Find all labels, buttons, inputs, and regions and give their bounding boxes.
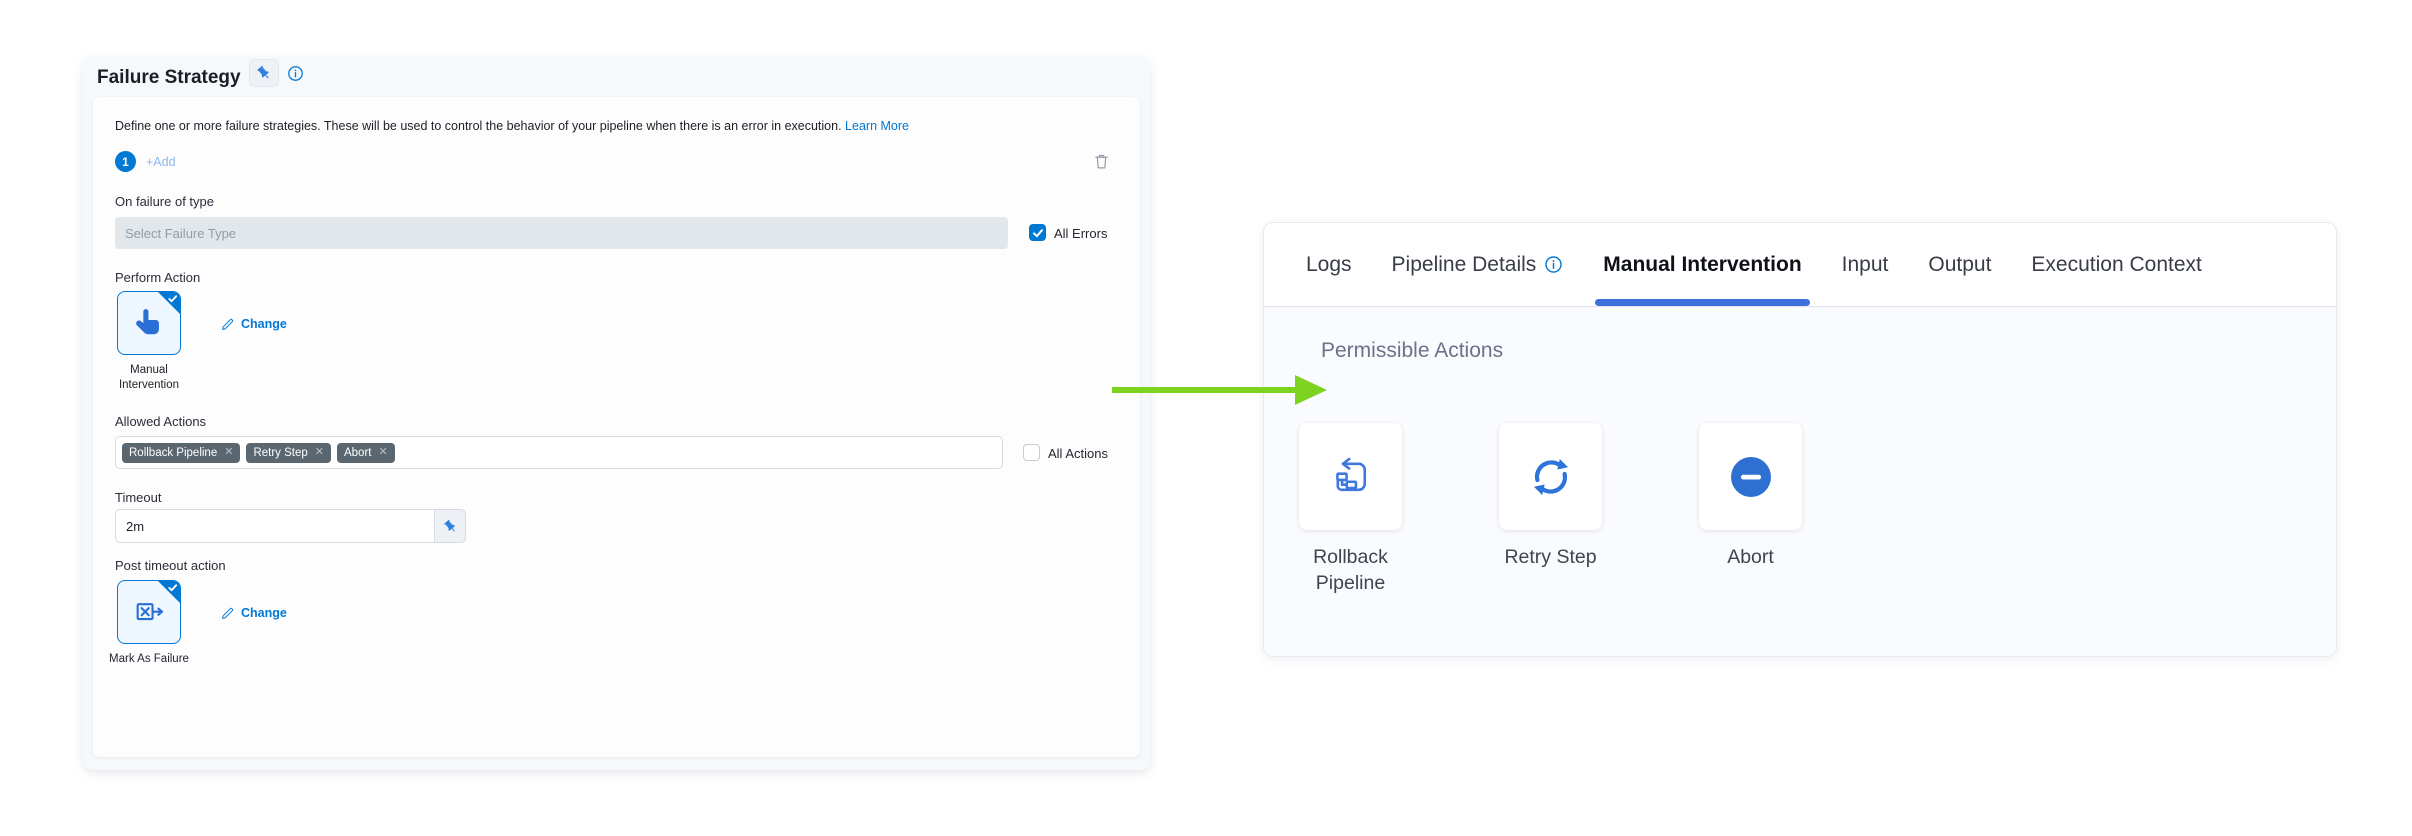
post-timeout-value: Mark As Failure bbox=[109, 653, 189, 665]
action-label: Retry Step bbox=[1504, 546, 1597, 568]
action-retry-step: Retry Step bbox=[1499, 423, 1602, 596]
check-icon bbox=[167, 582, 178, 593]
strategy-form-card: Define one or more failure strategies. T… bbox=[93, 97, 1140, 757]
strategy-index-badge[interactable]: 1 bbox=[115, 151, 136, 172]
action-rollback-pipeline: Rollback Pipeline bbox=[1299, 423, 1402, 596]
timeout-field bbox=[115, 509, 466, 543]
step-details-panel: Logs Pipeline Details Manual Interventio… bbox=[1263, 222, 2337, 657]
action-label: Rollback Pipeline bbox=[1313, 546, 1388, 594]
allowed-actions-input[interactable]: Rollback Pipeline ✕ Retry Step ✕ Abort ✕ bbox=[115, 436, 1003, 469]
action-abort: Abort bbox=[1699, 423, 1802, 596]
retry-icon bbox=[1528, 454, 1574, 500]
timeout-pin-button[interactable] bbox=[435, 509, 466, 543]
details-tabbar: Logs Pipeline Details Manual Interventio… bbox=[1264, 223, 2336, 307]
pushpin-icon bbox=[443, 519, 458, 534]
learn-more-link[interactable]: Learn More bbox=[845, 119, 909, 133]
tag-abort: Abort ✕ bbox=[336, 442, 395, 463]
all-actions-label: All Actions bbox=[1048, 446, 1108, 461]
tag-rollback-pipeline: Rollback Pipeline ✕ bbox=[122, 442, 241, 463]
active-tab-underline bbox=[1595, 299, 1810, 306]
allowed-actions-label: Allowed Actions bbox=[115, 414, 207, 429]
pin-button[interactable] bbox=[249, 59, 279, 87]
tab-manual-intervention[interactable]: Manual Intervention bbox=[1595, 223, 1810, 306]
permissible-actions-heading: Permissible Actions bbox=[1321, 339, 1504, 362]
abort-button[interactable] bbox=[1699, 423, 1802, 530]
perform-action-value: Manual Intervention bbox=[118, 364, 180, 391]
panel-title: Failure Strategy bbox=[97, 67, 241, 88]
strategy-description: Define one or more failure strategies. T… bbox=[115, 119, 909, 133]
post-timeout-card[interactable] bbox=[117, 580, 181, 644]
change-action-link[interactable]: Change bbox=[221, 317, 287, 331]
remove-tag-icon[interactable]: ✕ bbox=[224, 446, 234, 458]
retry-step-button[interactable] bbox=[1499, 423, 1602, 530]
all-errors-label: All Errors bbox=[1054, 226, 1108, 241]
mark-as-failure-icon bbox=[132, 595, 166, 629]
tag-retry-step: Retry Step ✕ bbox=[246, 442, 331, 463]
pencil-icon bbox=[221, 317, 235, 331]
rollback-pipeline-button[interactable] bbox=[1299, 423, 1402, 530]
all-errors-checkbox[interactable] bbox=[1029, 224, 1046, 241]
info-circle-icon[interactable] bbox=[287, 65, 304, 82]
perform-action-label: Perform Action bbox=[115, 270, 201, 285]
tab-input[interactable]: Input bbox=[1841, 252, 1889, 276]
remove-tag-icon[interactable]: ✕ bbox=[378, 446, 388, 458]
annotation-arrow bbox=[1112, 372, 1327, 408]
tab-output[interactable]: Output bbox=[1928, 252, 1992, 276]
add-strategy-button[interactable]: +Add bbox=[146, 155, 176, 169]
on-failure-label: On failure of type bbox=[115, 194, 214, 209]
all-actions-checkbox[interactable] bbox=[1023, 444, 1040, 461]
remove-tag-icon[interactable]: ✕ bbox=[314, 446, 324, 458]
check-icon bbox=[167, 293, 178, 304]
hand-pointer-icon bbox=[132, 306, 166, 340]
failure-type-select[interactable] bbox=[115, 217, 1008, 249]
tab-logs[interactable]: Logs bbox=[1306, 252, 1352, 276]
post-timeout-label: Post timeout action bbox=[115, 558, 226, 573]
timeout-input[interactable] bbox=[115, 509, 435, 543]
failure-strategy-panel: Failure Strategy Define one or more fail… bbox=[83, 57, 1150, 770]
pushpin-icon bbox=[256, 65, 272, 81]
perform-action-card[interactable] bbox=[117, 291, 181, 355]
manual-intervention-content: Permissible Actions bbox=[1264, 307, 2336, 656]
permissible-actions-row: Rollback Pipeline bbox=[1299, 423, 1802, 596]
abort-icon bbox=[1729, 455, 1773, 499]
action-label: Abort bbox=[1727, 546, 1774, 568]
tab-execution-context[interactable]: Execution Context bbox=[2031, 252, 2202, 276]
tab-pipeline-details[interactable]: Pipeline Details bbox=[1392, 223, 1564, 306]
timeout-label: Timeout bbox=[115, 490, 162, 505]
trash-icon[interactable] bbox=[1093, 152, 1111, 172]
pencil-icon bbox=[221, 606, 235, 620]
change-post-timeout-link[interactable]: Change bbox=[221, 606, 287, 620]
info-circle-icon bbox=[1544, 255, 1563, 274]
rollback-pipeline-icon bbox=[1329, 455, 1373, 499]
